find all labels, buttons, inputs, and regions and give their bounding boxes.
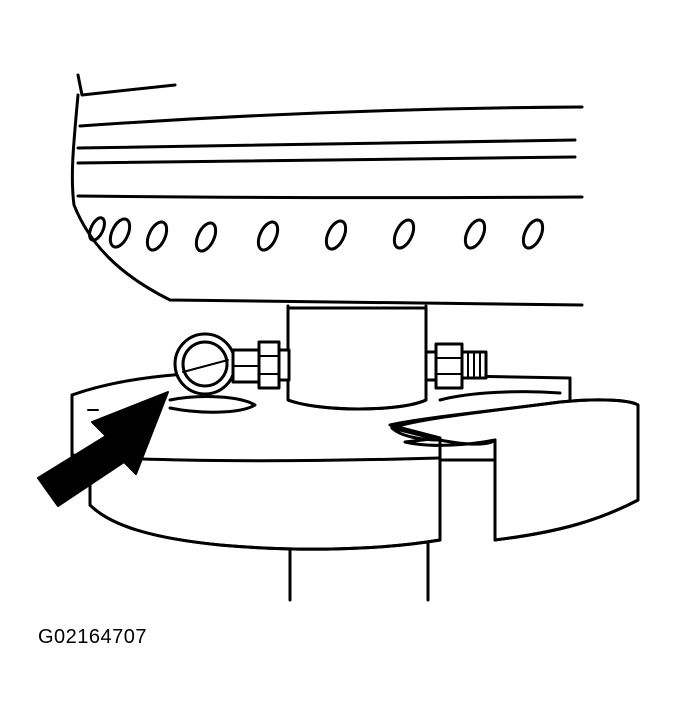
bolt-hole-row — [88, 216, 545, 253]
figure-id-label: G02164707 — [38, 626, 148, 648]
support-arm — [388, 376, 640, 542]
arrow-pointer-icon — [37, 391, 169, 507]
ring-fitting-icon — [173, 332, 291, 396]
right-fitting — [424, 342, 488, 390]
center-post — [286, 304, 428, 411]
upper-housing — [70, 73, 584, 307]
